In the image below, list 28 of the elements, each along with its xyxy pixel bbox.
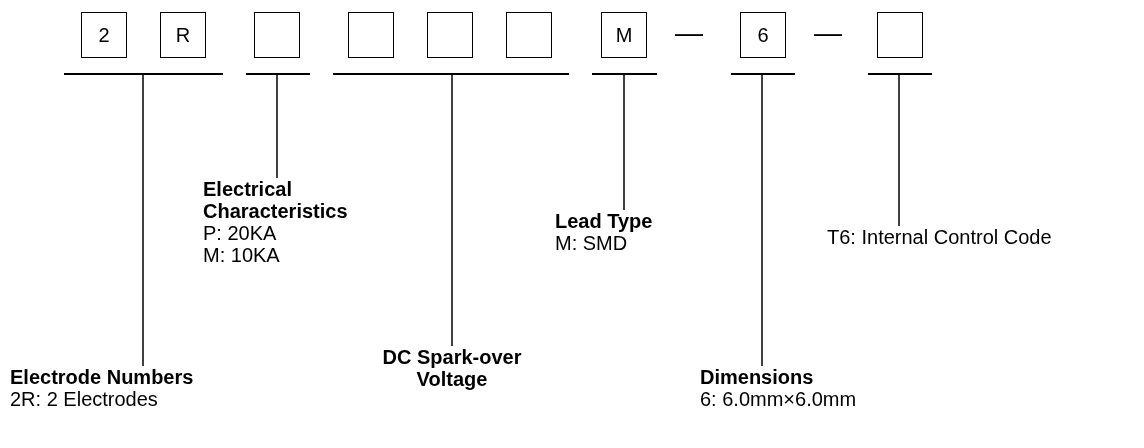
code-box — [254, 12, 300, 58]
leader-line — [276, 74, 278, 179]
code-box — [506, 12, 552, 58]
code-box: M — [601, 12, 647, 58]
field-description: 2R: 2 Electrodes — [10, 388, 159, 410]
field-description: M: SMD — [555, 232, 629, 254]
separator-dash: — — [675, 18, 703, 48]
field-description: M: 10KA — [203, 244, 281, 266]
leader-line — [898, 74, 900, 227]
code-box: 6 — [740, 12, 786, 58]
leader-line — [623, 74, 625, 211]
separator-dash: — — [814, 18, 842, 48]
code-box: 2 — [81, 12, 127, 58]
leader-line — [451, 74, 453, 347]
field-description: 6: 6.0mm×6.0mm — [700, 388, 858, 410]
field-heading: Electrical Characteristics — [203, 178, 349, 222]
code-box — [877, 12, 923, 58]
leader-line — [142, 74, 144, 367]
field-heading: Lead Type — [555, 210, 654, 232]
field-heading: DC Spark-over Voltage — [382, 346, 522, 414]
field-heading: Electrode Numbers — [10, 366, 195, 388]
code-box: R — [160, 12, 206, 58]
field-description: P: 20KA — [203, 222, 278, 244]
field-description: T6: Internal Control Code — [827, 226, 1127, 252]
code-box — [427, 12, 473, 58]
field-heading: Dimensions — [700, 366, 815, 388]
leader-line — [761, 74, 763, 367]
code-box — [348, 12, 394, 58]
